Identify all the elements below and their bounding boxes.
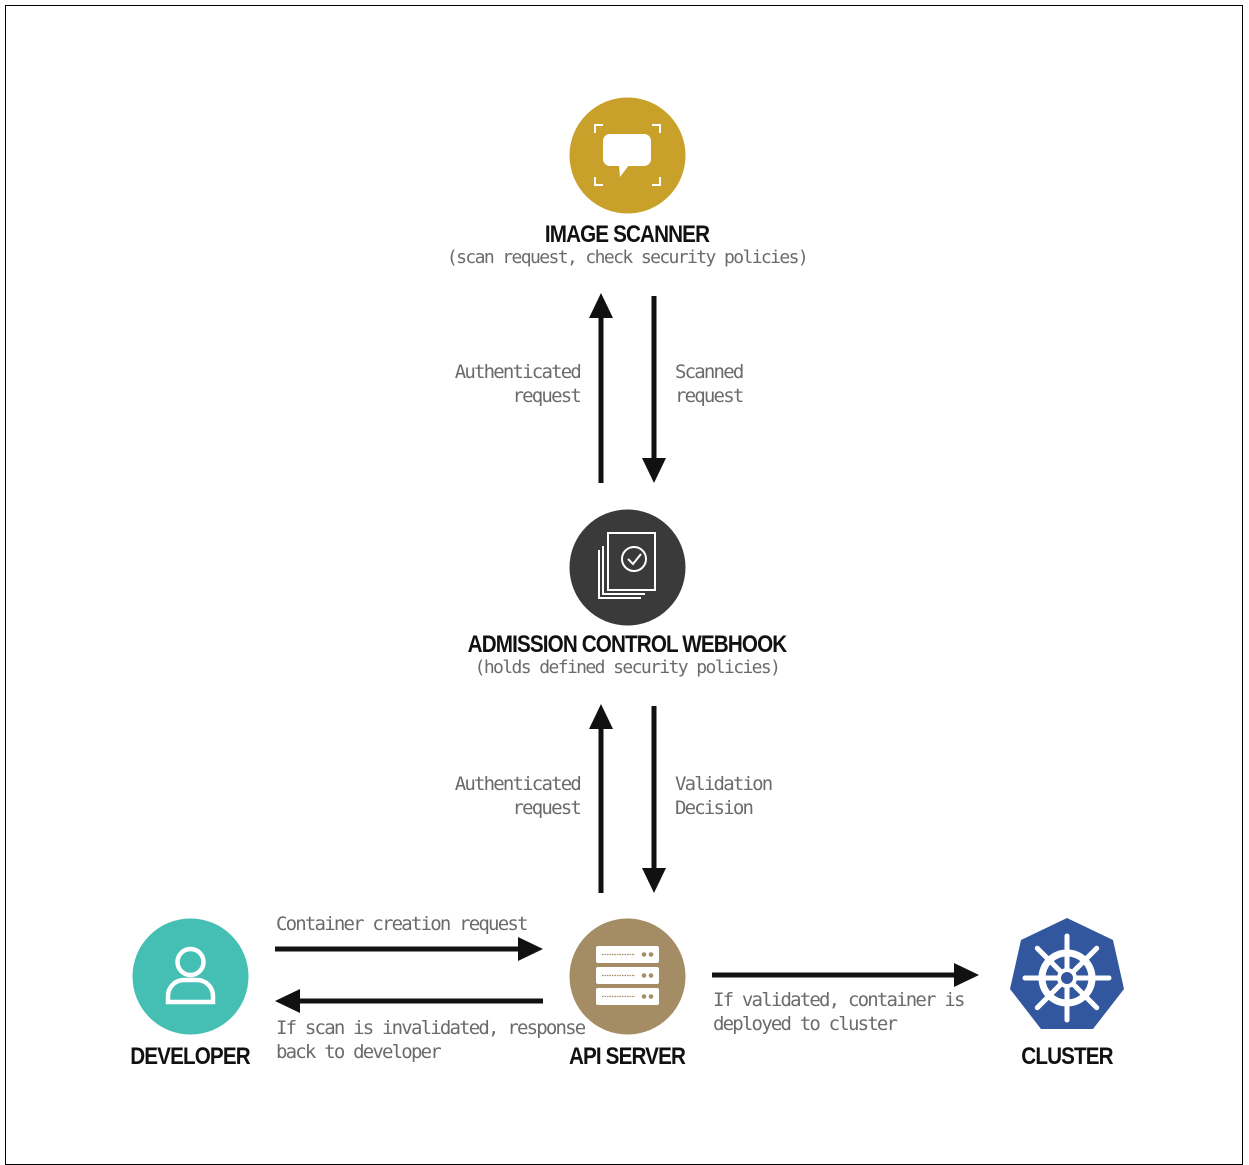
api-server-title: API SERVER [568, 1043, 686, 1070]
cluster-node [1010, 918, 1124, 1029]
webhook-subtitle: (holds defined security policies) [474, 657, 781, 678]
label-api-to-developer: If scan is invalidated, response back to… [276, 1017, 586, 1063]
image-scanner-node [569, 97, 686, 214]
arrow-webhook-to-scanner [589, 293, 613, 483]
user-icon [165, 946, 216, 1005]
label-scanner-to-webhook: Scanned request [675, 361, 744, 407]
chat-bubble-scan-icon [594, 124, 661, 186]
arrow-api-to-developer [275, 989, 543, 1013]
developer-node [132, 918, 249, 1035]
arrow-scanner-to-webhook [642, 296, 666, 483]
label-api-to-cluster: If validated, container is deployed to c… [713, 989, 965, 1035]
webhook-node [569, 509, 686, 626]
label-webhook-to-api: Validation Decision [675, 773, 773, 819]
label-webhook-to-scanner: Authenticated request [454, 361, 582, 407]
arrow-developer-to-api [275, 937, 543, 961]
arrow-webhook-to-api [642, 706, 666, 893]
arrow-api-to-cluster [712, 963, 979, 987]
label-api-to-webhook: Authenticated request [454, 773, 582, 819]
developer-title: DEVELOPER [130, 1043, 250, 1070]
label-developer-to-api: Container creation request [276, 913, 528, 935]
cluster-title: CLUSTER [1021, 1043, 1113, 1070]
server-rack-icon [596, 946, 659, 1005]
arrow-api-to-webhook [589, 704, 613, 893]
webhook-title: ADMISSION CONTROL WEBHOOK [467, 631, 788, 658]
image-scanner-subtitle: (scan request, check security policies) [446, 247, 809, 268]
kubernetes-helm-icon [1022, 933, 1112, 1023]
image-scanner-title: IMAGE SCANNER [544, 221, 710, 248]
api-server-node [569, 918, 686, 1035]
policy-documents-check-icon [598, 532, 656, 599]
